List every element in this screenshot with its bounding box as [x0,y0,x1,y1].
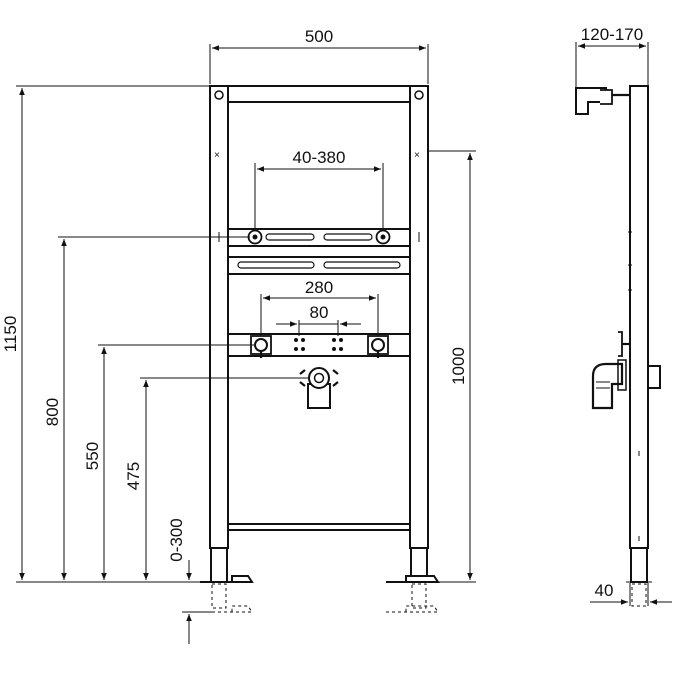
frame-top-bar [209,85,429,103]
label-supply-spacing: 80 [310,303,329,322]
dim-supply-spacing: 80 [276,303,361,336]
drain-elbow-icon [591,359,661,410]
label-frame-width: 500 [305,27,333,46]
dim-supply-height: 550 [83,344,256,580]
valve-right-icon [367,335,389,358]
drain-outlet-icon [299,367,339,409]
svg-text:×: × [214,150,220,161]
dim-side-foot: 40 [590,581,672,606]
dim-frame-height: 1000 [428,150,476,583]
side-view [575,85,661,607]
valve-left-icon [250,335,272,358]
label-side-foot: 40 [595,581,614,600]
dim-total-height: 1150 [1,85,210,583]
dim-foot-adjustment: 0-300 [167,518,212,644]
label-upper-bracket-height: 800 [43,398,62,426]
dim-frame-width: 500 [209,27,429,84]
label-foot-adjustment: 0-300 [167,518,186,561]
label-supply-height: 550 [83,442,102,470]
dim-lower-bracket-spacing: 280 [260,278,379,336]
label-lower-bracket-spacing: 280 [305,278,333,297]
wall-bracket-icon [575,87,630,115]
screw-icon [214,90,224,100]
label-upper-bracket-spacing: 40-380 [293,148,346,167]
second-bracket [227,256,411,275]
side-post [629,85,649,549]
label-side-depth: 120-170 [581,25,643,44]
screw-icon [414,90,424,100]
dim-upper-bracket-height: 800 [43,236,250,580]
dim-upper-bracket-spacing: 40-380 [254,148,384,230]
dim-side-depth: 120-170 [575,25,649,88]
label-drain-height: 475 [124,462,143,490]
label-total-height: 1150 [1,316,20,353]
front-view: × × [200,85,440,613]
label-frame-height: 1000 [449,347,468,385]
foot-left [210,547,228,583]
svg-text:×: × [414,150,420,161]
frame-bottom-bar [227,523,411,531]
dim-drain-height: 475 [124,377,308,580]
